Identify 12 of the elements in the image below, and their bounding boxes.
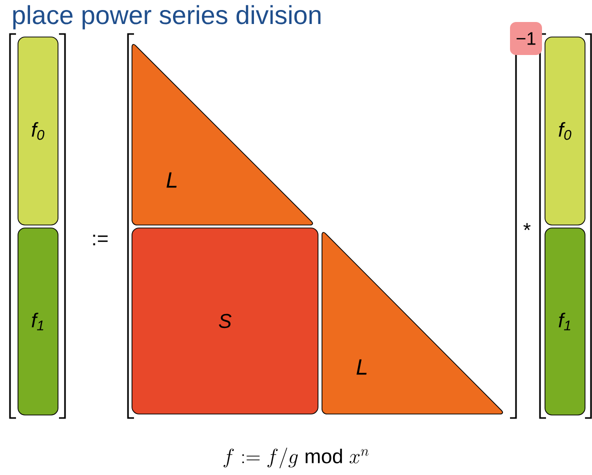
vector-block: f$_{1}$ — [544, 228, 586, 416]
title: place power series division — [13, 5, 320, 30]
triangular-matrix-block: L — [132, 44, 313, 226]
triangular-matrix-block: L — [322, 232, 503, 414]
operator-sign: * — [523, 223, 531, 230]
vector-block: S — [132, 228, 318, 414]
exponent-badge: −1 — [510, 22, 542, 55]
vector-block: f$_{0}$ — [544, 36, 586, 226]
vector-block: f$_{0}$ — [18, 36, 58, 226]
caption: $f := f/g \bmod x^{n}$ — [224, 448, 369, 468]
operator-sign: := — [93, 234, 108, 246]
vector-block: f$_{1}$ — [18, 228, 58, 416]
